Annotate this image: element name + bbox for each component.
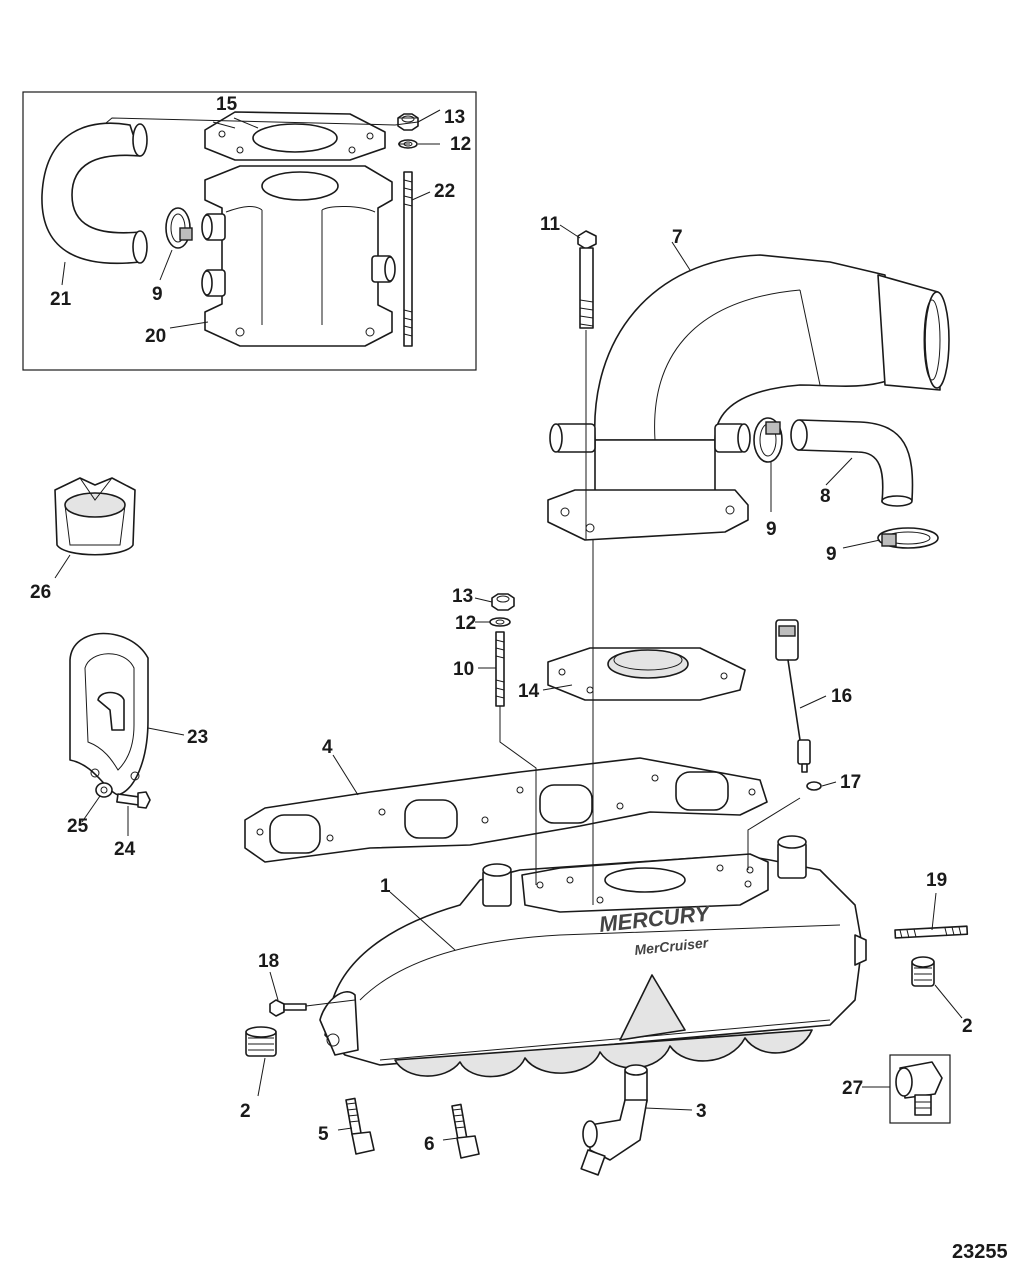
logo-mercruiser: MerCruiser <box>634 934 711 958</box>
callout-13-inset: 13 <box>444 107 465 128</box>
callout-24: 24 <box>114 839 136 860</box>
callout-16: 16 <box>831 686 852 707</box>
callout-22: 22 <box>434 181 455 202</box>
part-12-washer <box>489 617 511 627</box>
callout-10: 10 <box>453 659 474 680</box>
part-11-bolt <box>577 230 597 329</box>
callout-labels: 15 13 12 22 21 9 20 11 7 8 9 9 26 13 12 … <box>30 94 973 1155</box>
callout-18: 18 <box>258 951 279 972</box>
callout-25: 25 <box>67 816 89 837</box>
part-2-plug-left <box>245 1026 277 1057</box>
part-4-manifold-gasket <box>244 757 768 863</box>
part-1-exhaust-manifold: MERCURY MerCruiser <box>319 835 867 1078</box>
callout-3: 3 <box>696 1101 707 1122</box>
part-9-clamp-upper <box>753 417 783 463</box>
inset-frame <box>22 91 477 371</box>
callout-11: 11 <box>540 214 561 235</box>
callout-6: 6 <box>424 1134 435 1155</box>
part-27-fitting-inset <box>889 1054 951 1124</box>
part-24-bolt <box>116 791 151 809</box>
callout-4: 4 <box>322 737 333 758</box>
part-5-bolt <box>345 1097 375 1155</box>
callout-9-inset: 9 <box>152 284 163 305</box>
part-2-plug-right <box>911 956 935 987</box>
callout-1: 1 <box>380 876 391 897</box>
part-25-washer <box>95 782 113 798</box>
part-15-gasket <box>204 111 386 161</box>
part-9-clamp-lower <box>877 527 939 549</box>
part-23-shield-plate <box>69 632 149 796</box>
part-9-clamp-inset <box>165 207 193 249</box>
part-22-stud <box>403 171 413 347</box>
leader-lines <box>54 109 963 1141</box>
callout-20: 20 <box>145 326 166 347</box>
callout-12-inset: 12 <box>450 134 471 155</box>
part-14-gasket <box>547 647 746 701</box>
part-10-stud <box>495 631 505 707</box>
callout-14: 14 <box>518 681 540 702</box>
callout-27: 27 <box>842 1078 863 1099</box>
part-6-bolt <box>451 1103 480 1159</box>
part-16-sensor <box>775 619 811 773</box>
callout-23: 23 <box>187 727 208 748</box>
part-18-bolt <box>269 999 307 1017</box>
callout-9-lower: 9 <box>826 544 837 565</box>
callout-15: 15 <box>216 94 238 115</box>
callout-21: 21 <box>50 289 72 310</box>
callout-26: 26 <box>30 582 51 603</box>
part-21-hose <box>41 122 148 265</box>
part-7-exhaust-elbow <box>547 254 950 541</box>
part-17-washer <box>806 781 822 791</box>
callout-19: 19 <box>926 870 947 891</box>
callout-12: 12 <box>455 613 476 634</box>
part-3-elbow-fitting <box>580 1064 648 1176</box>
part-8-hose <box>790 419 914 507</box>
callout-2-left: 2 <box>240 1101 251 1122</box>
callout-17: 17 <box>840 772 861 793</box>
callout-9-upper: 9 <box>766 519 777 540</box>
part-26-flapper <box>54 477 136 556</box>
callout-13: 13 <box>452 586 473 607</box>
callout-7: 7 <box>672 227 683 248</box>
callout-8: 8 <box>820 486 831 507</box>
part-19-stud <box>894 925 969 939</box>
callout-5: 5 <box>318 1124 329 1145</box>
part-20-riser-block <box>201 165 396 347</box>
figure-number: 23255 <box>952 1241 1008 1263</box>
part-13-nut <box>491 593 515 611</box>
callout-2-right: 2 <box>962 1016 973 1037</box>
